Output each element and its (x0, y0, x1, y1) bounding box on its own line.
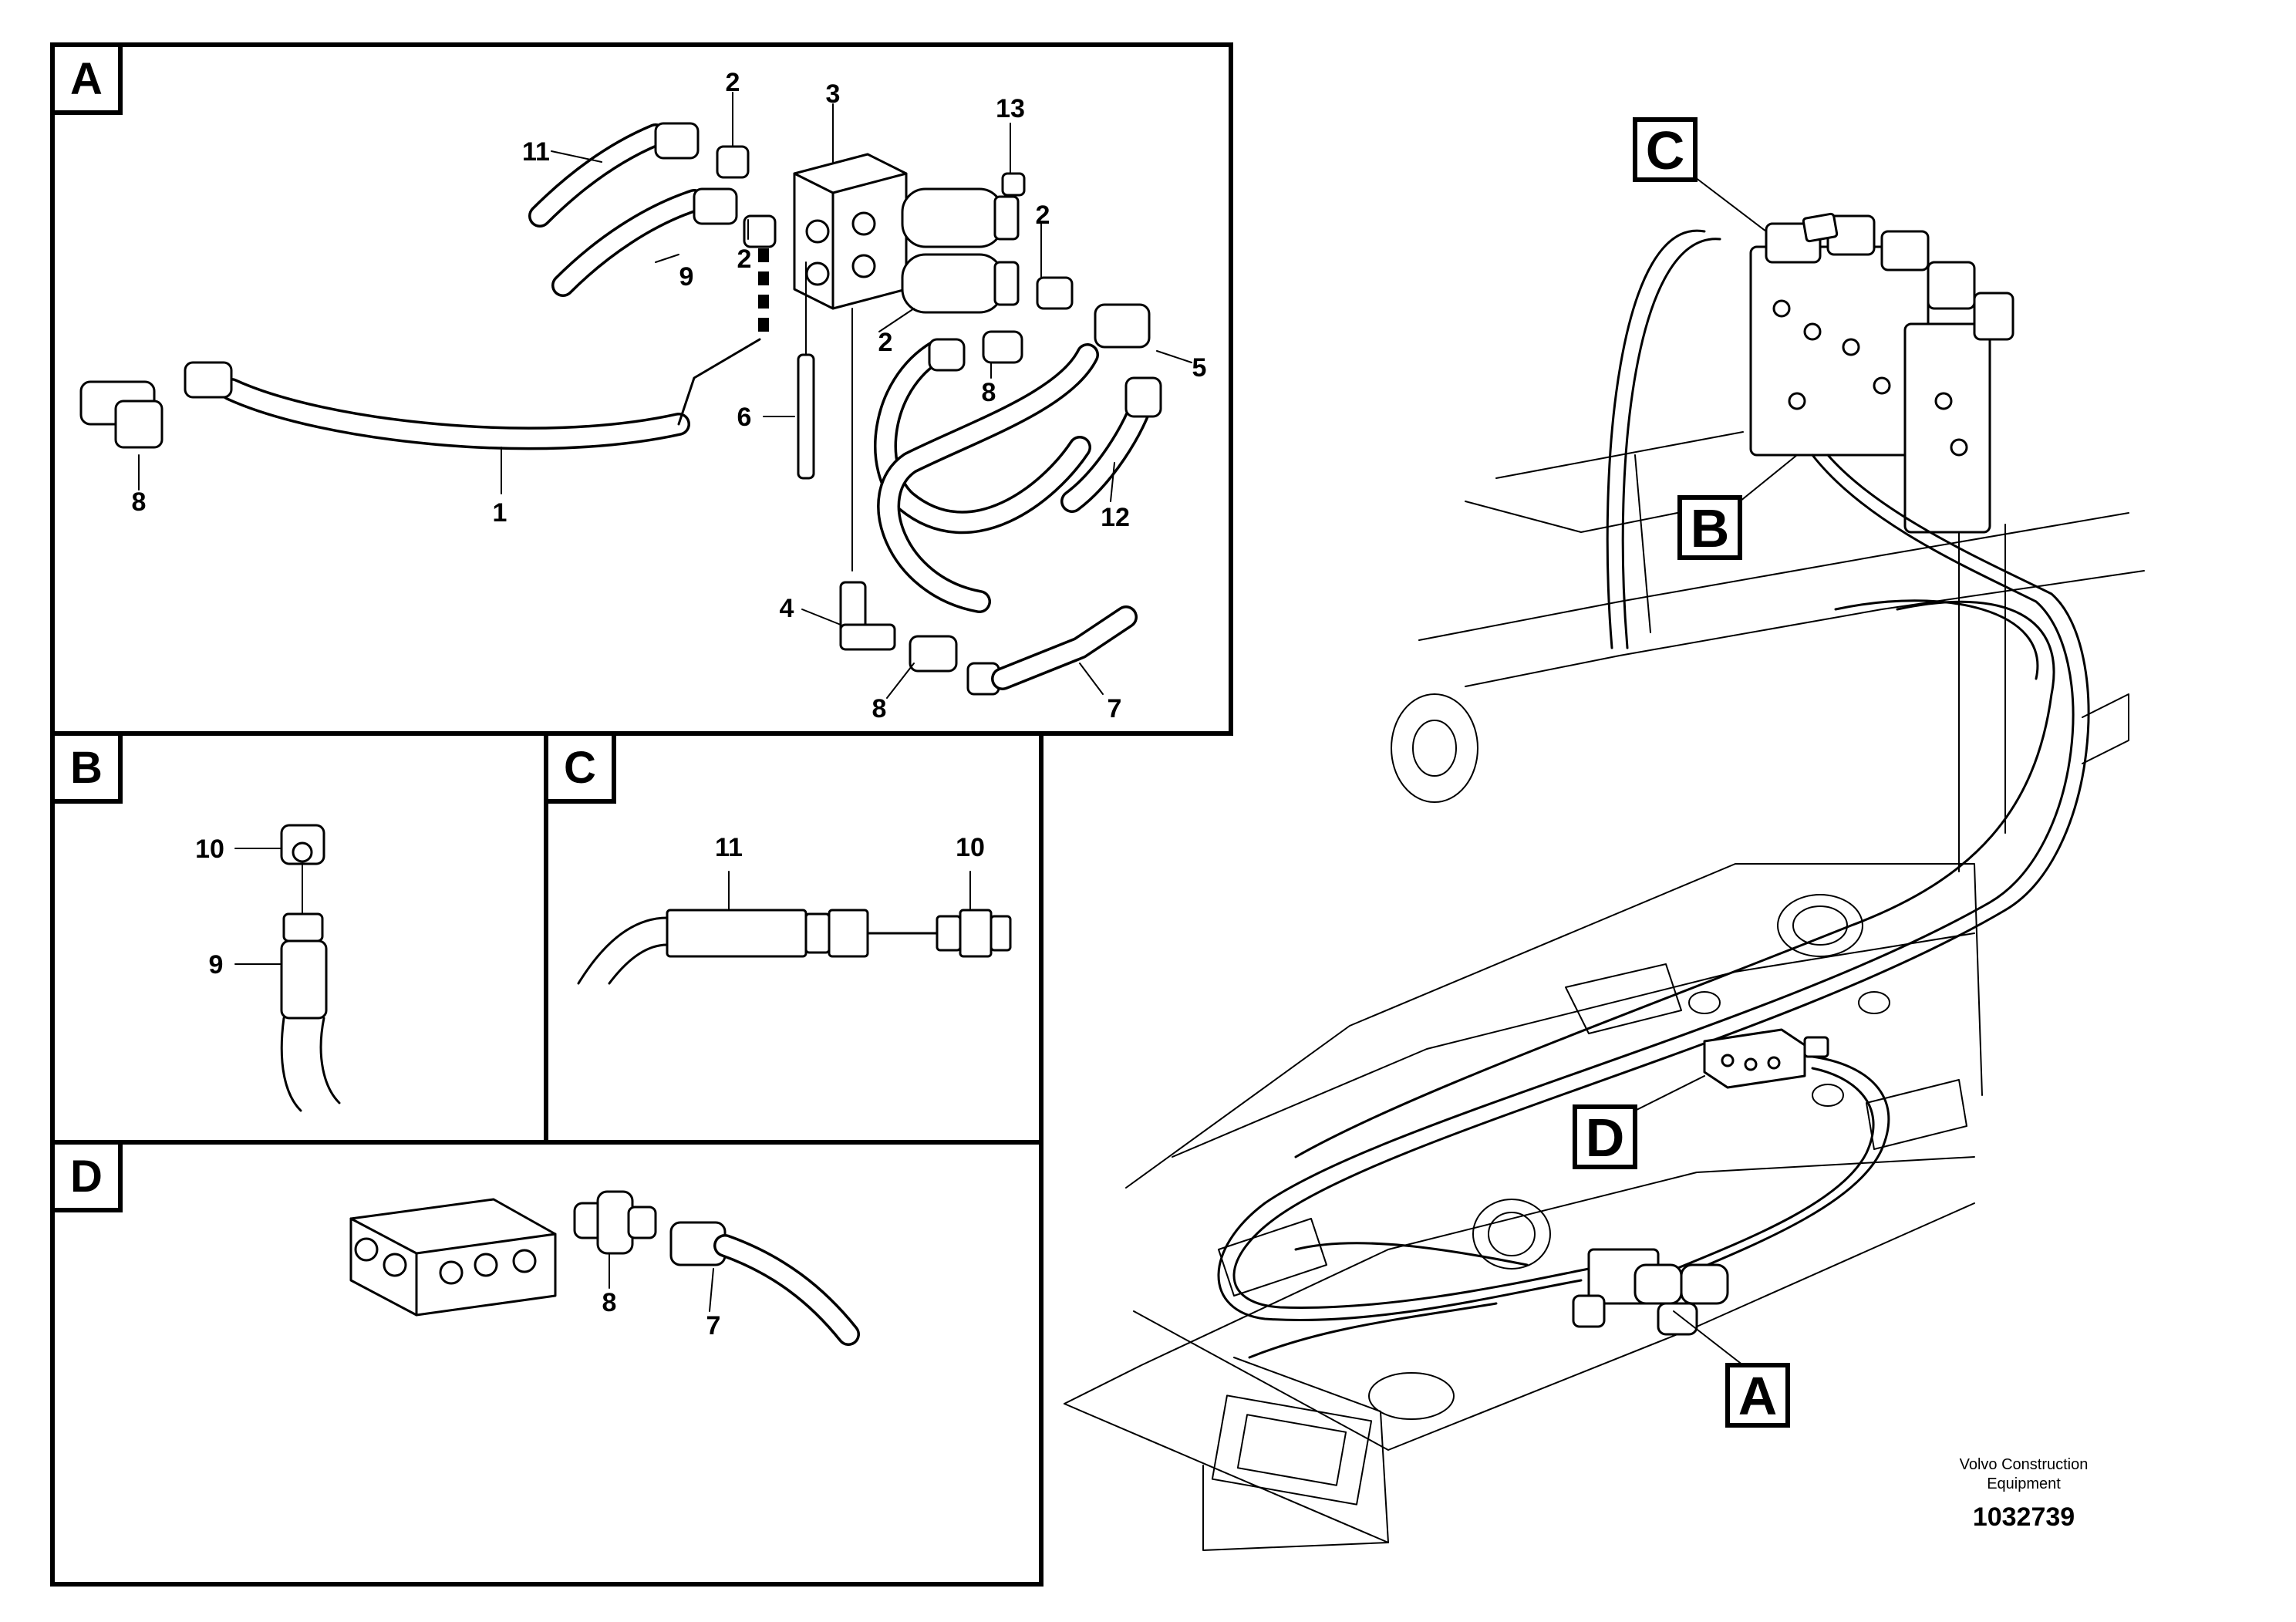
callout-2: 2 (737, 244, 752, 274)
callout-8: 8 (872, 694, 887, 723)
overview-marker-c: C (1633, 117, 1767, 232)
callout-2: 2 (1036, 201, 1050, 230)
panel-d-callouts: 8 7 (602, 1288, 721, 1340)
svg-text:C: C (564, 743, 596, 793)
callout-8: 8 (982, 378, 996, 407)
callout-9: 9 (679, 262, 694, 292)
panel-a-label: A (50, 42, 123, 115)
panel-b-callouts: 10 9 (195, 835, 224, 980)
publisher-line-2: Equipment (1987, 1475, 2061, 1492)
panel-d-drawing (349, 1190, 860, 1346)
callout-1: 1 (493, 498, 507, 528)
machine-overview (1064, 212, 2145, 1551)
panel-a-drawing (79, 122, 1162, 696)
callout-8: 8 (132, 487, 147, 517)
callout-2: 2 (726, 68, 740, 97)
callout-9: 9 (209, 950, 224, 980)
svg-text:C: C (1646, 120, 1685, 180)
panel-b-drawing (234, 824, 341, 1112)
callout-10: 10 (956, 833, 985, 862)
callout-7: 7 (1108, 694, 1122, 723)
callout-7: 7 (706, 1311, 721, 1340)
callout-11: 11 (715, 833, 743, 862)
panel-c-callouts: 11 10 (715, 833, 985, 862)
callout-13: 13 (996, 94, 1025, 123)
callout-8: 8 (602, 1288, 617, 1317)
callout-5: 5 (1192, 353, 1207, 383)
publisher-line-1: Volvo Construction (1960, 1456, 2089, 1473)
panel-d-label: D (50, 1140, 123, 1212)
overview-marker-a: A (1673, 1310, 1790, 1428)
publisher-caption: Volvo Construction Equipment 1032739 (1960, 1456, 2089, 1532)
svg-text:A: A (1738, 1366, 1778, 1426)
panel-frames (50, 42, 1233, 1587)
panel-c-drawing (577, 871, 1012, 985)
overview-marker-d: D (1573, 1075, 1705, 1169)
panel-b-label: B (50, 731, 123, 804)
svg-text:A: A (70, 54, 103, 104)
callout-2: 2 (878, 328, 893, 357)
panel-a-leaders (138, 92, 1192, 699)
callout-10: 10 (195, 835, 224, 864)
svg-text:B: B (70, 743, 103, 793)
callout-11: 11 (522, 137, 550, 167)
overview-marker-b: B (1677, 454, 1798, 560)
callout-4: 4 (780, 594, 794, 623)
drawing-number: 1032739 (1973, 1502, 2075, 1532)
svg-text:D: D (1586, 1108, 1625, 1168)
callout-6: 6 (737, 403, 752, 432)
callout-3: 3 (826, 79, 841, 109)
panel-a-callouts: 11 2 3 13 2 2 9 2 5 8 6 8 1 12 4 8 7 (132, 68, 1207, 723)
panel-c-label: C (544, 731, 616, 804)
callout-12: 12 (1101, 503, 1130, 532)
svg-text:B: B (1691, 498, 1730, 558)
svg-text:D: D (70, 1152, 103, 1202)
